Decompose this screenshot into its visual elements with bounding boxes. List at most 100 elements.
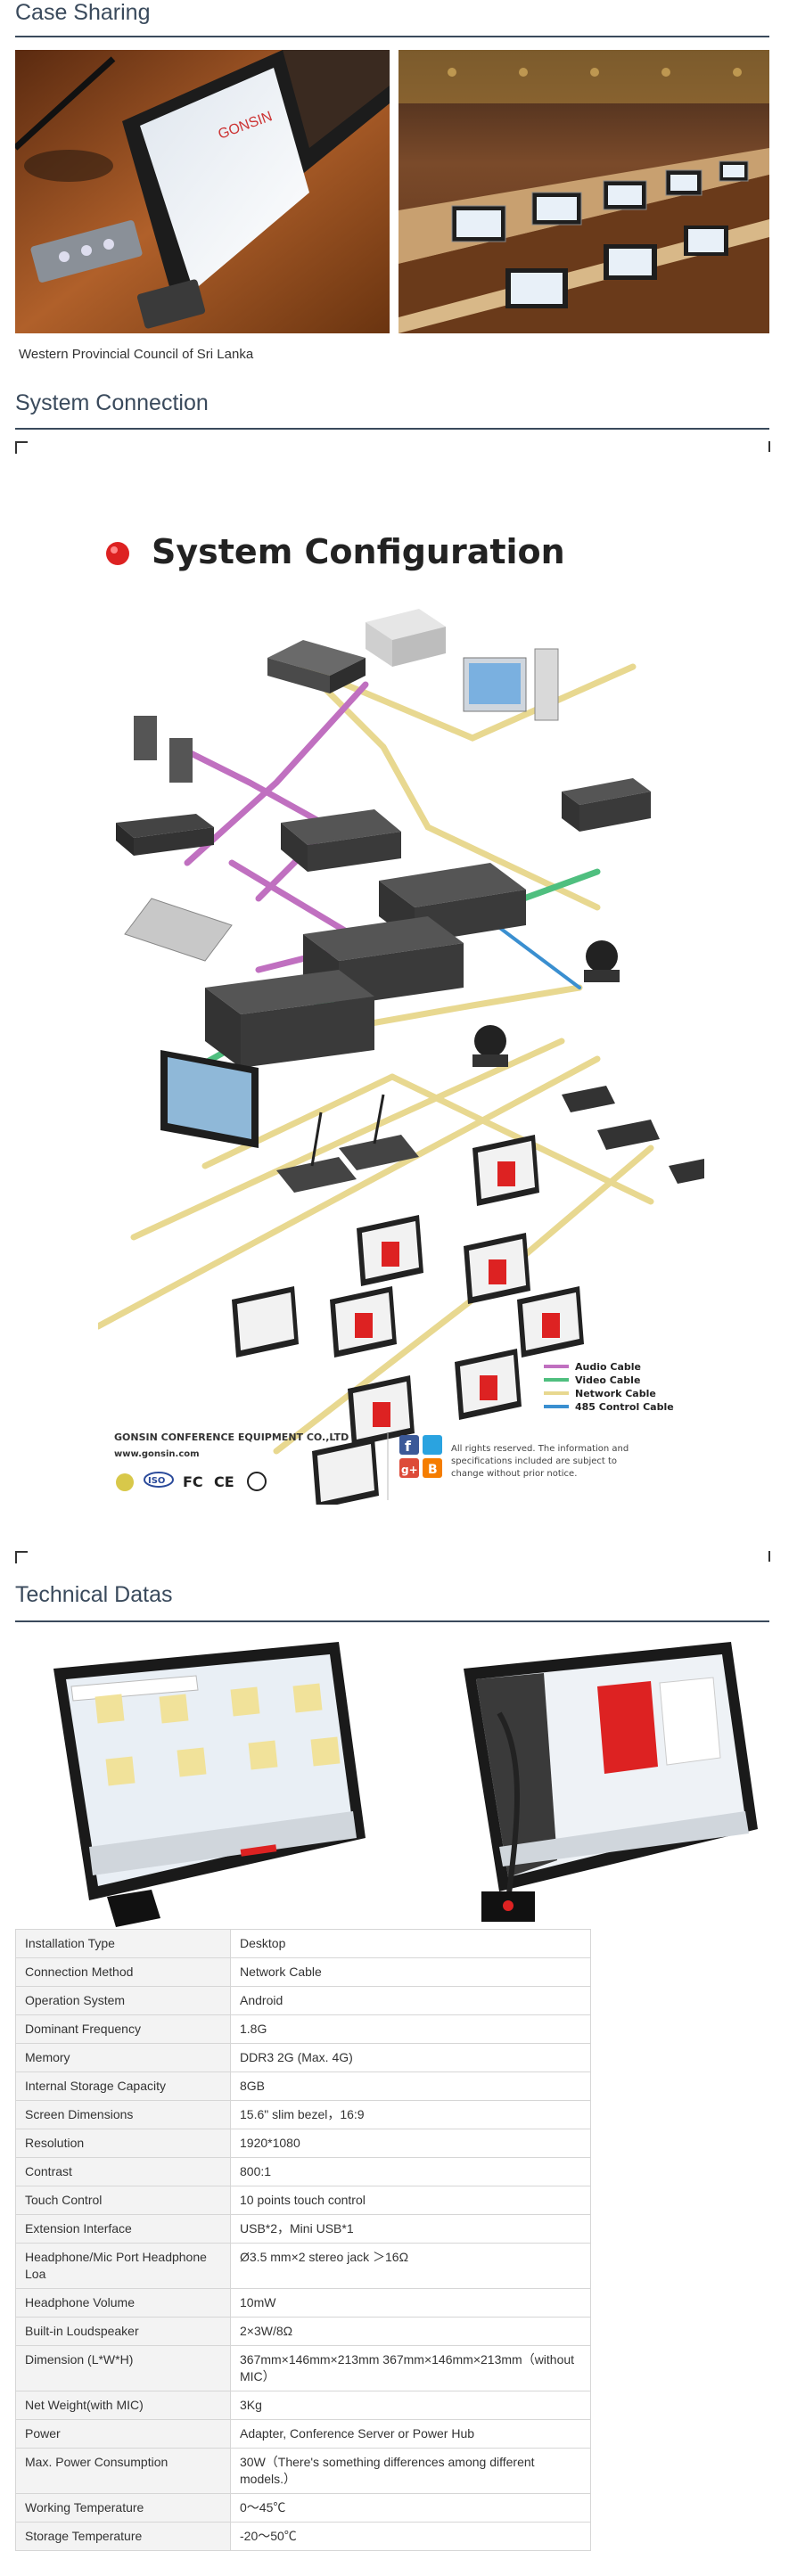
spec-value: Desktop (230, 1929, 591, 1958)
svg-text:f: f (405, 1438, 412, 1455)
product-image-terminal-with-mic (464, 1633, 758, 1927)
svg-text:B: B (428, 1463, 438, 1477)
spec-value: 367mm×146mm×213mm 367mm×146mm×213mm（with… (230, 2345, 591, 2391)
spec-key: Working Temperature (15, 2493, 231, 2523)
diagram-website: www.gonsin.com (114, 1449, 200, 1459)
spec-key: Installation Type (15, 1929, 231, 1958)
diagram-heading: System Configuration (152, 532, 565, 571)
social-icons: f g+ B (399, 1435, 442, 1478)
pc-device (463, 648, 559, 721)
spec-value: 2×3W/8Ω (230, 2317, 591, 2346)
spec-key: Touch Control (15, 2186, 231, 2215)
spec-value: 15.6" slim bezel，16:9 (230, 2100, 591, 2129)
spec-key: Internal Storage Capacity (15, 2071, 231, 2101)
spec-row: Storage Temperature-20～50℃ (15, 2522, 591, 2551)
spec-value: 8GB (230, 2071, 591, 2101)
technical-datas-rule (15, 1620, 769, 1622)
cert-fc: FC (183, 1473, 203, 1490)
spec-key: Built-in Loudspeaker (15, 2317, 231, 2346)
facebook-icon (399, 1435, 419, 1455)
spec-value: DDR3 2G (Max. 4G) (230, 2043, 591, 2072)
spec-value: 30W（There's something differences among … (230, 2448, 591, 2494)
frame-corner-bottom-right (768, 1551, 770, 1562)
spec-key: Operation System (15, 1986, 231, 2015)
spec-key: Contrast (15, 2157, 231, 2186)
spec-row: Net Weight(with MIC)3Kg (15, 2391, 591, 2420)
red-dot-icon (106, 542, 129, 565)
spec-value: -20～50℃ (230, 2522, 591, 2551)
printer-device (366, 609, 446, 667)
spec-key: Extension Interface (15, 2214, 231, 2244)
spec-value: USB*2，Mini USB*1 (230, 2214, 591, 2244)
system-connection-rule (15, 428, 769, 430)
spec-key: Headphone Volume (15, 2288, 231, 2318)
rights-line-3: change without prior notice. (451, 1469, 577, 1479)
product-image-terminal (53, 1633, 366, 1927)
case-caption: Western Provincial Council of Sri Lanka (19, 347, 254, 362)
frame-corner-top-right (768, 441, 770, 452)
paperless-terminals (232, 1135, 584, 1509)
spec-key: Dimension (L*W*H) (15, 2345, 231, 2391)
spec-value: Adapter, Conference Server or Power Hub (230, 2419, 591, 2449)
spec-key: Resolution (15, 2129, 231, 2158)
keyboard-device (124, 898, 233, 962)
speaker-device (134, 716, 193, 783)
legend-485: 485 Control Cable (575, 1401, 674, 1413)
case-sharing-rule (15, 36, 769, 37)
spec-value: 800:1 (230, 2157, 591, 2186)
diagram-company: GONSIN CONFERENCE EQUIPMENT CO.,LTD (114, 1432, 349, 1443)
spec-key: Max. Power Consumption (15, 2448, 231, 2494)
spec-key: Screen Dimensions (15, 2100, 231, 2129)
cert-iso: ISO (148, 1476, 165, 1486)
spec-value: 1920*1080 (230, 2129, 591, 2158)
spec-key: Headphone/Mic Port Headphone Loa (15, 2243, 231, 2289)
spec-key: Storage Temperature (15, 2522, 231, 2551)
spec-value: 10mW (230, 2288, 591, 2318)
spec-key: Connection Method (15, 1957, 231, 1987)
spec-key: Dominant Frequency (15, 2014, 231, 2044)
legend-network: Network Cable (575, 1388, 656, 1399)
twitter-icon (423, 1435, 442, 1455)
google-plus-icon (399, 1458, 419, 1478)
cable-legend: Audio Cable Video Cable Network Cable 48… (544, 1361, 674, 1413)
spec-value: 1.8G (230, 2014, 591, 2044)
rights-line-2: specifications included are subject to (451, 1456, 617, 1466)
spec-value: Android (230, 1986, 591, 2015)
case-sharing-title: Case Sharing (15, 0, 151, 25)
spec-row: Dimension (L*W*H)367mm×146mm×213mm 367mm… (15, 2345, 591, 2391)
spec-key: Memory (15, 2043, 231, 2072)
technical-datas-title: Technical Datas (15, 1582, 173, 1607)
system-configuration-diagram: System Configuration (94, 524, 722, 1509)
system-connection-title: System Connection (15, 390, 209, 415)
spec-value: 3Kg (230, 2391, 591, 2420)
cert-ce: CE (214, 1473, 234, 1490)
legend-audio: Audio Cable (575, 1361, 641, 1373)
blogger-icon (423, 1458, 442, 1478)
camera-device (472, 940, 620, 1067)
legend-video: Video Cable (575, 1374, 640, 1386)
rights-line-1: All rights reserved. The information and (451, 1444, 629, 1454)
spec-key: Power (15, 2419, 231, 2449)
case-photo-hall (398, 50, 769, 333)
spec-key: Net Weight(with MIC) (15, 2391, 231, 2420)
spec-value: Network Cable (230, 1957, 591, 1987)
case-photo-desk: GONSIN (15, 50, 390, 333)
display-device (160, 1050, 259, 1148)
